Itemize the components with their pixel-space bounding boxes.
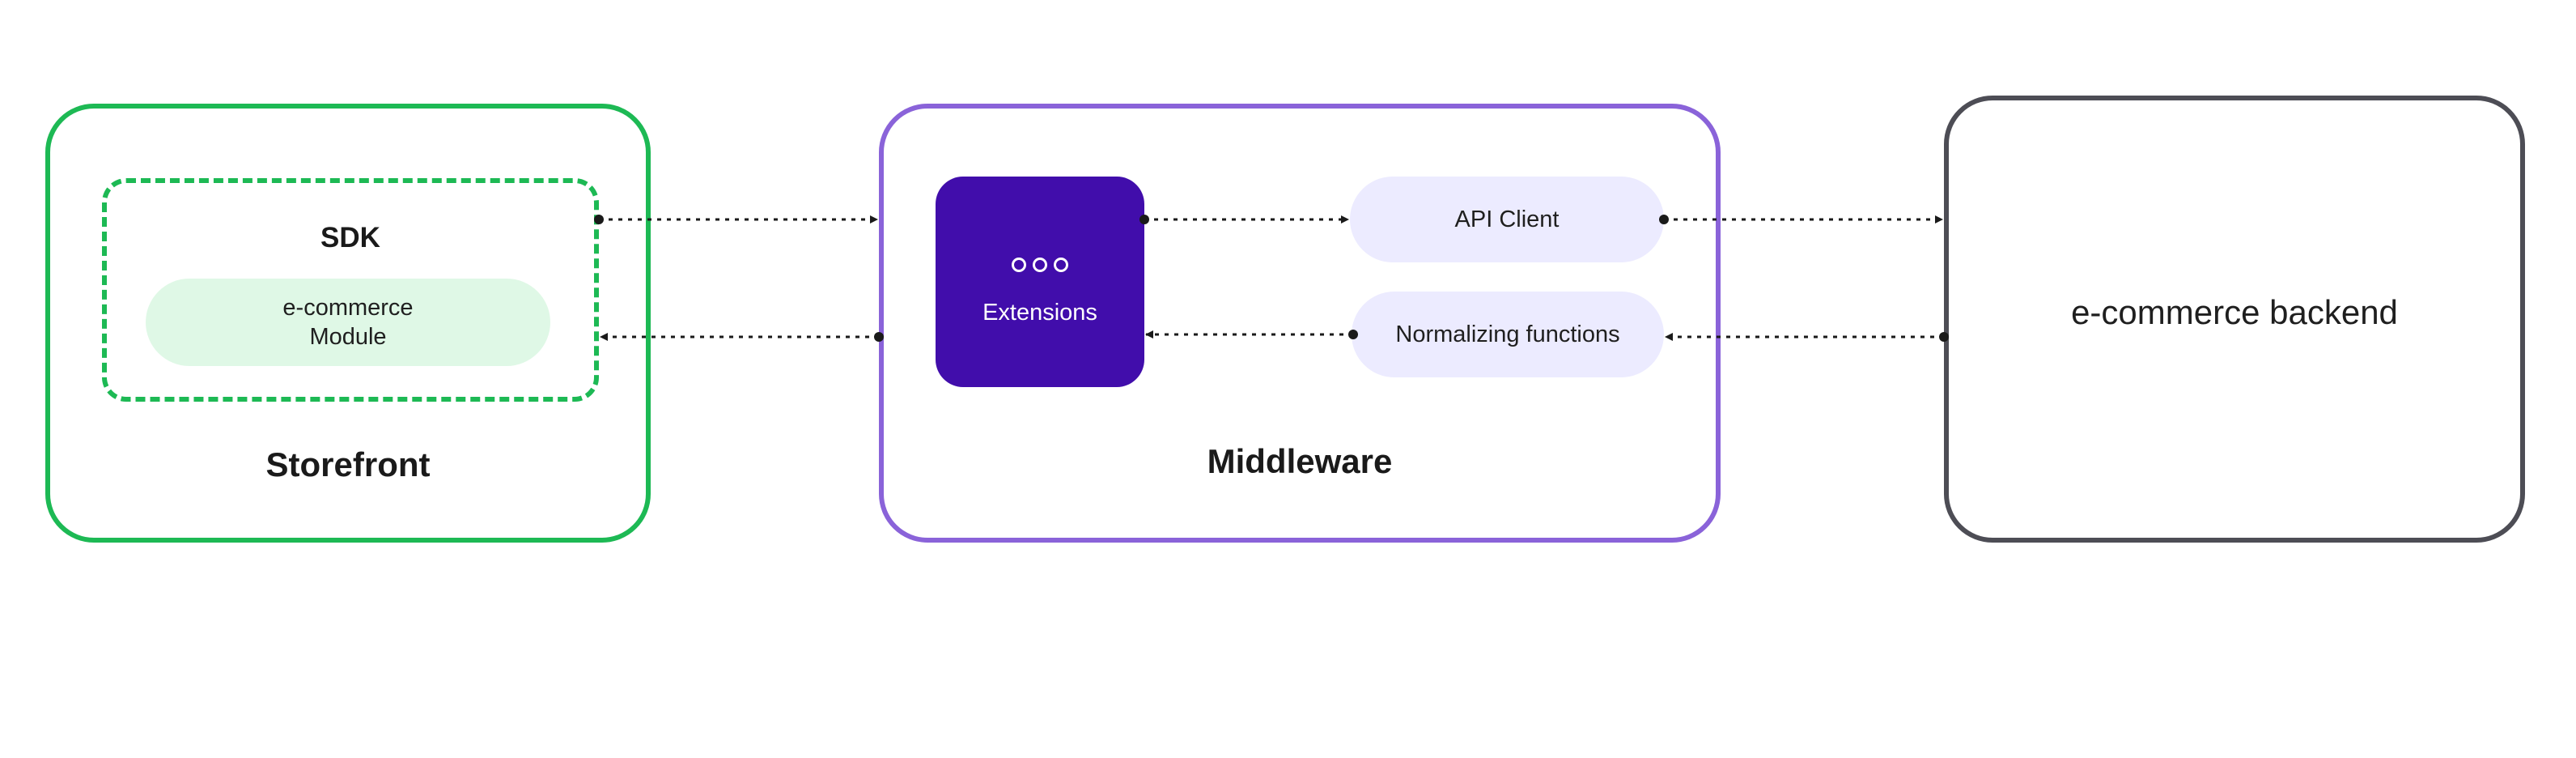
connector-dot [594, 215, 604, 224]
ecommerce-module-label-line2: Module [309, 324, 387, 350]
connector-dot [874, 332, 884, 342]
backend-title: e-commerce backend [2071, 293, 2398, 331]
backend-container [1944, 96, 2525, 543]
connector-dot [1939, 332, 1949, 342]
extensions-label: Extensions [982, 300, 1097, 326]
three-dots-icon [936, 258, 1144, 272]
extensions-block: Extensions [936, 177, 1144, 387]
storefront-title: Storefront [265, 445, 431, 483]
ecommerce-module-label-line1: e-commerce [282, 295, 414, 321]
sdk-title: SDK [320, 222, 380, 253]
normalizing-functions-pill: Normalizing functions [1352, 292, 1664, 377]
api-client-pill: API Client [1350, 177, 1664, 262]
connector-dot [1139, 215, 1149, 224]
connector-dot [1659, 215, 1669, 224]
connector-dot [1348, 330, 1358, 339]
middleware-title: Middleware [1207, 442, 1393, 480]
ecommerce-module-pill: e-commerce Module [146, 279, 550, 366]
